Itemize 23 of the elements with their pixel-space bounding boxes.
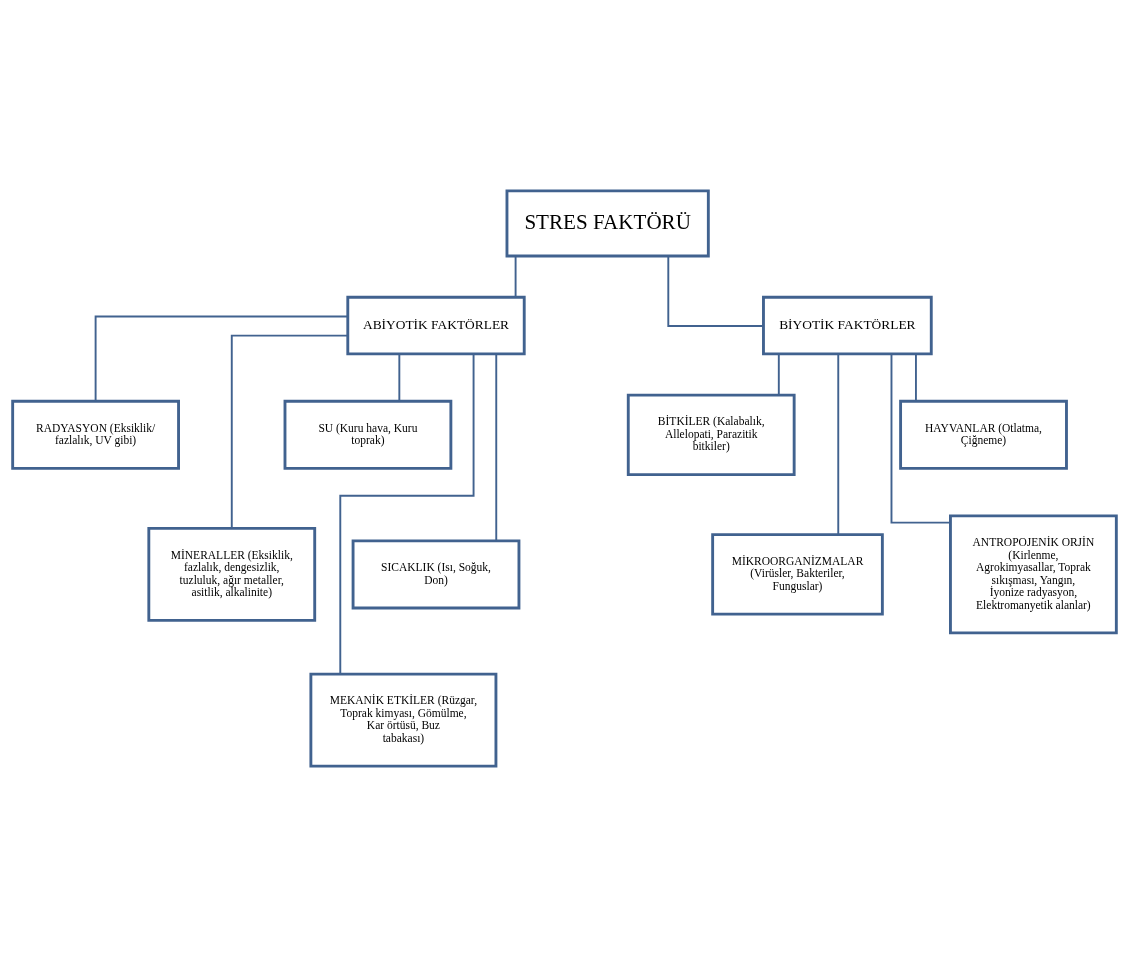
- node-box: MEKANİK ETKİLER (Rüzgar, Toprak kimyası, Gömülme, Kar örtüsü, Buz tabakası): [309, 672, 498, 768]
- connector: [339, 352, 475, 675]
- node-box: RADYASYON (Eksiklik/ fazlalık, UV gibi): [11, 399, 180, 470]
- node-box: MİKROORGANİZMALAR (Virüsler, Bakteriler, Funguslar): [711, 532, 884, 616]
- connector: [230, 334, 349, 529]
- node-box: SU (Kuru hava, Kuru toprak): [283, 399, 453, 470]
- connector: [398, 352, 401, 402]
- node-box: STRES FAKTÖRÜ: [505, 188, 710, 257]
- connector: [514, 254, 517, 298]
- node-box: MİNERALLER (Eksiklik, fazlalık, dengesizlik, tuzluluk, ağır metaller, asitlik, alkalinite): [147, 526, 317, 622]
- node-box: BİTKİLER (Kalabalık, Allelopati, Parazitik bitkiler): [626, 393, 796, 476]
- node-box: ABİYOTİK FAKTÖRLER: [346, 295, 526, 355]
- connector: [837, 352, 840, 535]
- connector: [777, 352, 780, 396]
- connector: [94, 315, 349, 402]
- connector: [914, 352, 917, 402]
- node-box: BİYOTİK FAKTÖRLER: [762, 295, 933, 355]
- connector: [667, 254, 765, 327]
- node-box: HAYVANLAR (Otlatma, Çiğneme): [899, 399, 1068, 470]
- connector: [495, 352, 498, 542]
- node-box: ANTROPOJENİK ORJİN (Kirlenme, Agrokimyasallar, Toprak sıkışması, Yangın, İyonize radyasyon, Elektromanyetik alanlar): [949, 513, 1118, 634]
- connector: [890, 352, 952, 524]
- node-box: SICAKLIK (Isı, Soğuk, Don): [351, 538, 521, 609]
